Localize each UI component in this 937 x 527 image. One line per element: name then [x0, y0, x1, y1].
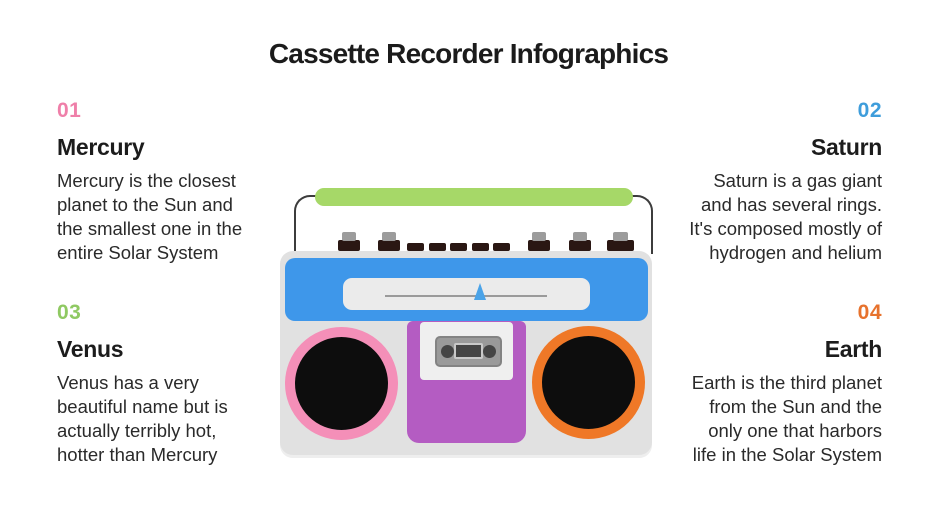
tuner-display [343, 278, 590, 310]
page-title: Cassette Recorder Infographics [268, 38, 669, 69]
knob-cap [382, 232, 396, 241]
knob-cap [342, 232, 356, 241]
knob-cap [532, 232, 546, 241]
boombox-knob [569, 232, 591, 251]
section-number: 04 [857, 301, 882, 324]
section-heading: Mercury [57, 134, 145, 160]
speaker-right [532, 326, 645, 439]
cassette-recorder-illustration [280, 185, 653, 458]
knob-cap [613, 232, 628, 241]
boombox-knob [378, 232, 400, 251]
section-description: Mercury is the closest planet to the Sun… [57, 170, 243, 263]
knob-base [378, 240, 400, 251]
tuner-scale-line [385, 295, 547, 297]
section-heading: Venus [57, 336, 124, 362]
tape-reel-left [441, 345, 454, 358]
section-description: Venus has a very beautiful name but is a… [57, 372, 228, 465]
section-number: 02 [857, 99, 882, 122]
tape-reel-right [483, 345, 496, 358]
speaker-left [285, 327, 398, 440]
section-number: 01 [57, 99, 82, 122]
handle-wire-right [630, 195, 653, 254]
cassette-tape [435, 336, 502, 367]
section-mercury: 01 Mercury Mercury is the closest planet… [57, 99, 272, 265]
section-number: 03 [57, 301, 82, 324]
section-venus: 03 Venus Venus has a very beautiful name… [57, 301, 272, 467]
boombox-flat-button [429, 243, 446, 251]
knob-cap [573, 232, 587, 241]
knob-base [569, 240, 591, 251]
boombox-knob [338, 232, 360, 251]
boombox-knob [607, 232, 634, 251]
boombox-knob [528, 232, 550, 251]
section-earth: 04 Earth Earth is the third planet from … [632, 301, 883, 467]
tuner-pointer-icon [474, 283, 486, 300]
knob-base [528, 240, 550, 251]
section-heading: Earth [824, 336, 883, 362]
boombox-handle [315, 188, 633, 206]
tape-hub [454, 343, 483, 359]
section-description: Earth is the third planet from the Sun a… [691, 372, 882, 465]
knob-base [607, 240, 634, 251]
tape-hub-inner [456, 345, 481, 357]
section-heading: Saturn [810, 134, 882, 160]
section-saturn: 02 Saturn Saturn is a gas giant and has … [642, 99, 882, 265]
boombox-flat-button [472, 243, 489, 251]
knob-base [338, 240, 360, 251]
boombox-flat-button [493, 243, 510, 251]
boombox-flat-button [450, 243, 467, 251]
handle-wire-left [294, 195, 317, 254]
section-description: Saturn is a gas giant and has several ri… [689, 170, 882, 263]
boombox-flat-button [407, 243, 424, 251]
